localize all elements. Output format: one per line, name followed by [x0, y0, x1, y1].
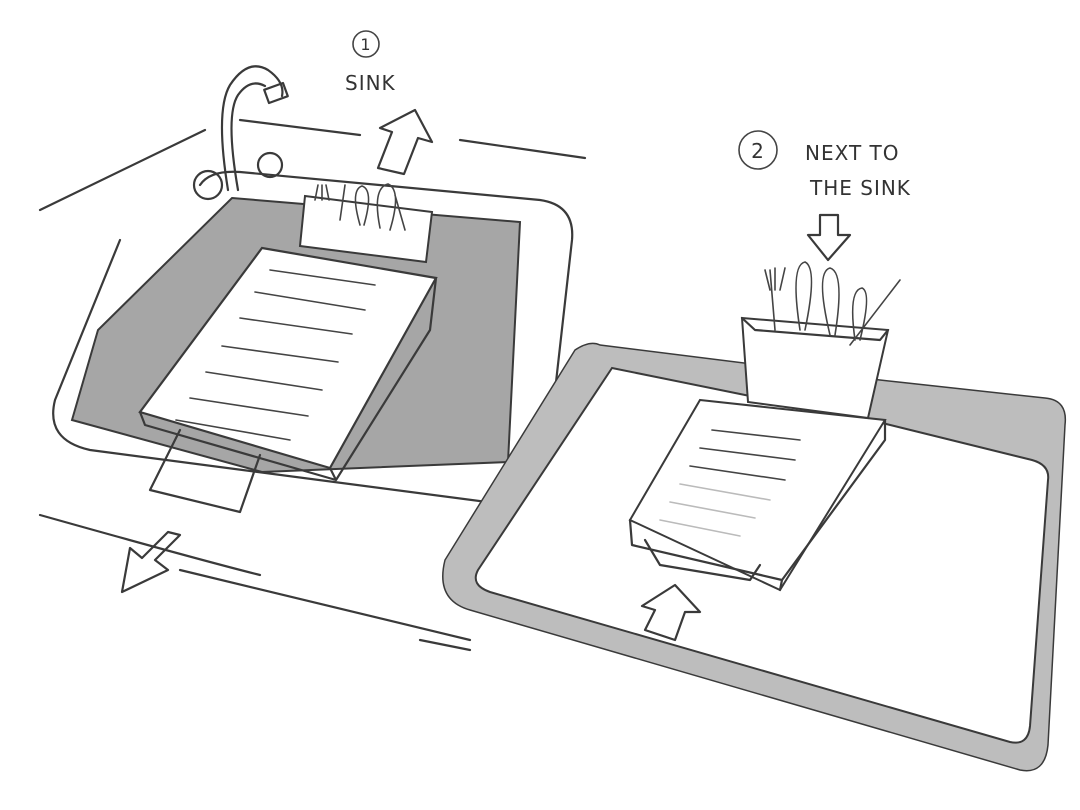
- step-one-circle: [352, 30, 380, 58]
- side-rack-slats: [659, 429, 801, 537]
- rack-handle: [148, 428, 262, 514]
- utensils: [314, 183, 406, 231]
- counter-edge: [38, 118, 587, 212]
- step-one-number: 1: [360, 35, 371, 54]
- faucet-spout: [263, 81, 289, 105]
- rack-slats: [175, 269, 376, 441]
- utensil-basket: [298, 194, 434, 264]
- side-utensil-basket-rim: [740, 316, 890, 342]
- rack-side: [138, 276, 438, 482]
- side-utensil-basket: [740, 316, 890, 420]
- faucet-knob-left: [192, 169, 224, 201]
- faucet: [220, 65, 284, 192]
- side-rack-edge: [628, 418, 887, 592]
- step-one-label: SINK: [345, 71, 396, 95]
- side-rack-handle: [643, 538, 762, 582]
- counter-scene: 2 NEXT TO THE SINK: [442, 130, 1067, 772]
- step-two-line-2: THE SINK: [809, 176, 911, 200]
- sink-scene: 1 SINK: [38, 30, 587, 652]
- faucet-knob-right: [256, 151, 284, 179]
- arrow-up-small-icon: [640, 583, 702, 642]
- arrow-down-left-icon: [120, 530, 182, 594]
- step-two-line-1: NEXT TO: [805, 141, 899, 165]
- step-two-number: 2: [751, 139, 765, 163]
- counter-front: [38, 513, 472, 652]
- arrow-up-icon: [376, 108, 434, 176]
- side-utensils: [764, 261, 901, 346]
- step-two-circle: [738, 130, 778, 170]
- arrow-down-icon: [806, 213, 852, 262]
